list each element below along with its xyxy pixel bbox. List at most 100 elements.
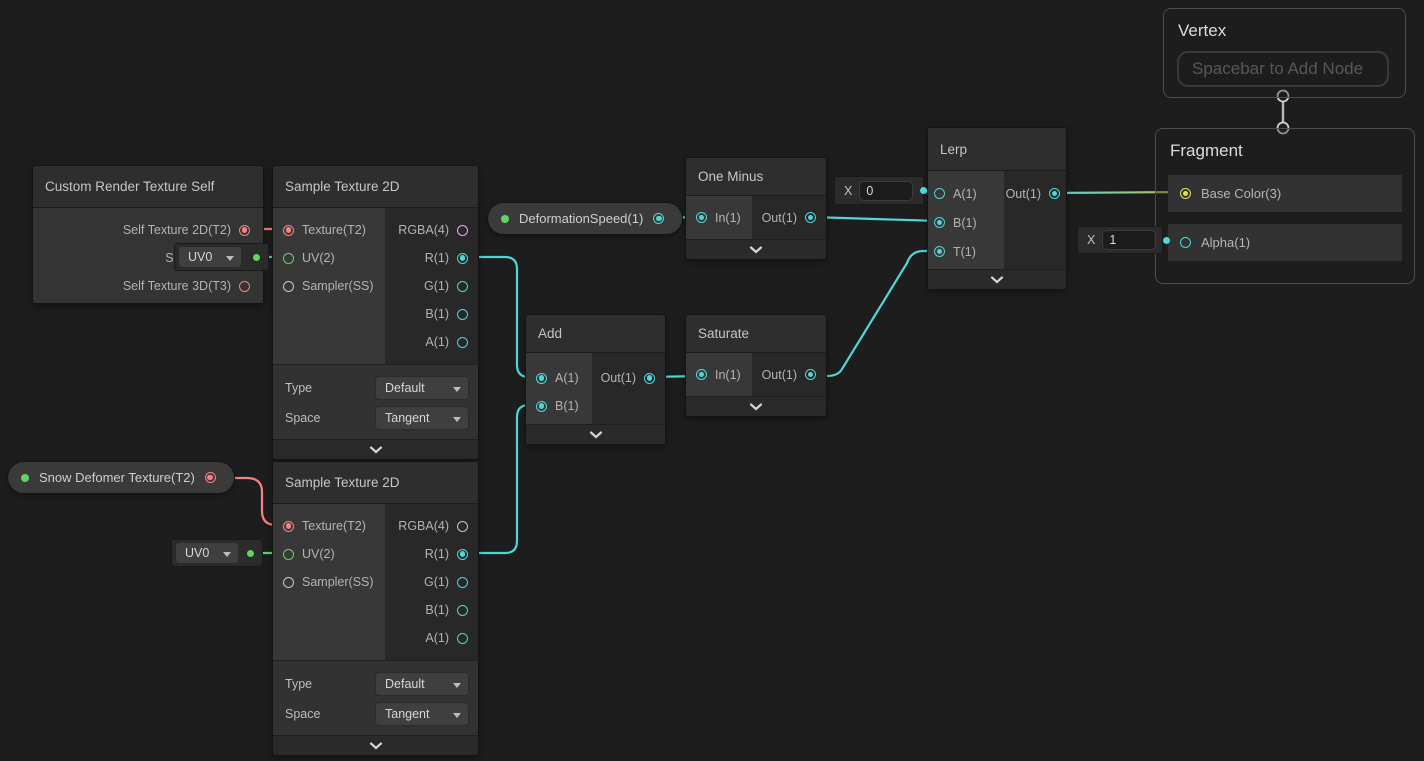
b-in-label: B(1) <box>555 399 579 413</box>
collapse-preview-button[interactable] <box>928 269 1066 289</box>
node-saturate[interactable]: Saturate In(1) Out(1) <box>686 315 826 416</box>
edge-snowdeformer-to-texture2[interactable] <box>211 476 289 527</box>
in-port[interactable] <box>696 369 707 380</box>
lerp-a-value-input[interactable] <box>859 180 914 201</box>
a-out-port[interactable] <box>457 632 468 644</box>
type-dropdown[interactable]: Default <box>376 673 468 695</box>
t-in-label: T(1) <box>953 244 976 259</box>
type-label: Type <box>285 677 313 691</box>
b-out-port[interactable] <box>457 604 468 616</box>
crt-row-self-texture-3d: Self Texture 3D(T3) <box>33 272 263 300</box>
space-value: Tangent <box>385 411 430 425</box>
space-dropdown[interactable]: Tangent <box>376 703 468 725</box>
out-port[interactable] <box>1049 188 1060 199</box>
g-out-port[interactable] <box>457 576 468 588</box>
b-out-label: B(1) <box>425 603 449 617</box>
edge-oneminus-to-lerp-b[interactable] <box>810 215 940 223</box>
property-deformation-speed[interactable]: DeformationSpeed(1) <box>488 203 683 234</box>
collapse-preview-button[interactable] <box>526 424 665 444</box>
type-dropdown[interactable]: Default <box>376 377 468 399</box>
snow-deformer-out-port[interactable] <box>204 472 216 483</box>
sampler-in-port[interactable] <box>283 280 294 292</box>
out-port[interactable] <box>805 369 816 380</box>
in-label: In(1) <box>715 210 741 225</box>
edge-lerp-to-basecolor[interactable] <box>1050 190 1185 195</box>
node-title: Saturate <box>686 315 826 353</box>
vertex-title: Vertex <box>1178 21 1227 40</box>
r-out-port[interactable] <box>457 548 468 560</box>
texture-in-label: Texture(T2) <box>302 223 366 237</box>
chevron-down-icon <box>990 275 1004 283</box>
uv-channel-dropdown-2[interactable]: UV0 <box>176 543 238 563</box>
uv-in-port[interactable] <box>283 548 294 560</box>
self-texture-3d-port[interactable] <box>239 280 250 292</box>
node-title: Custom Render Texture Self <box>33 166 263 208</box>
space-value: Tangent <box>385 707 430 721</box>
vertex-context-block: Vertex Spacebar to Add Node <box>1163 8 1406 98</box>
fragment-row-base-color[interactable]: Base Color(3) <box>1168 175 1402 212</box>
sampler-in-port[interactable] <box>283 576 294 588</box>
node-one-minus[interactable]: One Minus In(1) Out(1) <box>686 158 826 259</box>
texture-in-port[interactable] <box>283 224 294 236</box>
collapse-preview-button[interactable] <box>273 439 478 459</box>
property-exposed-dot-icon <box>501 214 509 223</box>
node-lerp[interactable]: Lerp A(1) B(1) T(1) Out(1) <box>928 128 1066 289</box>
base-color-port[interactable] <box>1180 188 1191 199</box>
deformation-speed-out-port[interactable] <box>653 213 665 224</box>
uv-channel-value: UV0 <box>185 546 210 560</box>
out-port[interactable] <box>644 372 655 384</box>
spacebar-add-node-hint: Spacebar to Add Node <box>1177 51 1389 87</box>
chevron-down-icon <box>749 245 763 253</box>
g-out-port[interactable] <box>457 280 468 292</box>
g-out-label: G(1) <box>424 575 449 589</box>
in-label: In(1) <box>715 367 741 382</box>
self-texture-3d-label: Self Texture 3D(T3) <box>122 279 231 293</box>
alpha-port[interactable] <box>1180 237 1191 248</box>
b-in-port[interactable] <box>934 217 945 228</box>
b-in-port[interactable] <box>536 400 547 412</box>
uv-in-port[interactable] <box>283 252 294 264</box>
out-port[interactable] <box>805 212 816 223</box>
r-out-port[interactable] <box>457 252 468 264</box>
node-add[interactable]: Add A(1) B(1) Out(1) <box>526 315 665 444</box>
a-out-port[interactable] <box>457 336 468 348</box>
edge-r1-to-add-a[interactable] <box>462 255 541 379</box>
a-in-port[interactable] <box>934 188 945 199</box>
node-title-label: Custom Render Texture Self <box>45 179 215 194</box>
b-out-port[interactable] <box>457 308 468 320</box>
alpha-value-input[interactable] <box>1102 230 1157 250</box>
out-label: Out(1) <box>761 210 797 225</box>
uv-channel-value: UV0 <box>188 250 213 264</box>
sampler-in-label: Sampler(SS) <box>302 279 374 293</box>
self-texture-2d-port[interactable] <box>239 224 250 236</box>
context-connector-top-dot <box>1276 89 1290 103</box>
fragment-row-alpha[interactable]: Alpha(1) <box>1168 224 1402 261</box>
collapse-preview-button[interactable] <box>273 735 478 755</box>
t-in-port[interactable] <box>934 246 945 257</box>
edge-saturate-to-lerp-t[interactable] <box>811 249 939 378</box>
chevron-down-icon <box>589 430 602 438</box>
node-sample-texture-2d-1[interactable]: Sample Texture 2D Texture(T2) UV(2) Samp… <box>273 166 478 459</box>
sampler-in-label: Sampler(SS) <box>302 575 374 589</box>
rgba-out-port[interactable] <box>457 520 468 532</box>
uv-inline-port-dot <box>247 549 254 557</box>
rgba-out-port[interactable] <box>457 224 468 236</box>
dropdown-arrow-icon <box>223 551 231 557</box>
fragment-context-block: Fragment Base Color(3) Alpha(1) <box>1155 128 1415 284</box>
uv-channel-dropdown-1[interactable]: UV0 <box>179 247 241 267</box>
node-custom-render-texture-self[interactable]: Custom Render Texture Self Self Texture … <box>33 166 263 303</box>
g-out-label: G(1) <box>424 279 449 293</box>
edge-r2-to-add-b[interactable] <box>462 403 541 555</box>
deformation-speed-label: DeformationSpeed(1) <box>519 211 644 226</box>
texture-in-port[interactable] <box>283 520 294 532</box>
collapse-preview-button[interactable] <box>686 239 826 259</box>
node-title-label: Lerp <box>940 141 968 157</box>
space-dropdown[interactable]: Tangent <box>376 407 468 429</box>
property-snow-deformer-texture[interactable]: Snow Defomer Texture(T2) <box>8 462 234 493</box>
node-sample-texture-2d-2[interactable]: Sample Texture 2D Texture(T2) UV(2) Samp… <box>273 462 478 755</box>
a-in-port[interactable] <box>536 372 547 384</box>
collapse-preview-button[interactable] <box>686 396 826 416</box>
b-in-label: B(1) <box>953 215 977 230</box>
in-port[interactable] <box>696 212 707 223</box>
